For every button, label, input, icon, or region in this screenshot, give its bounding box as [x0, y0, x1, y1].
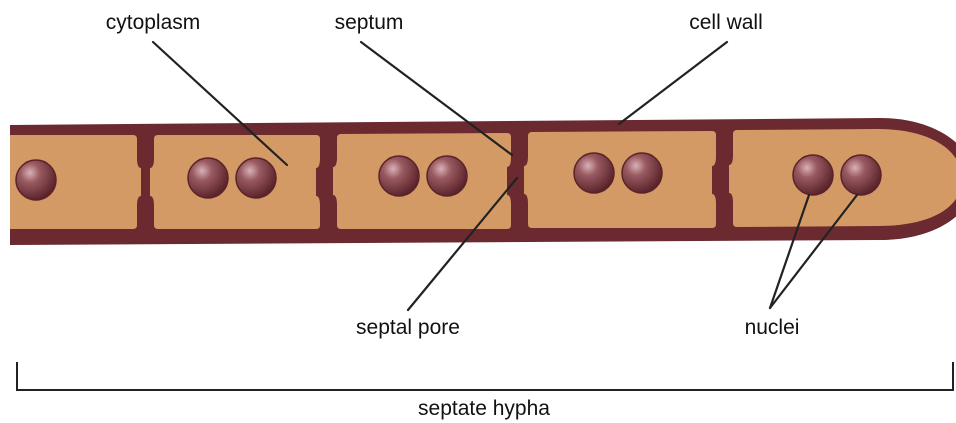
nucleus — [188, 158, 228, 198]
compartment-2 — [150, 135, 320, 229]
compartment-4 — [524, 131, 716, 228]
nucleus — [16, 160, 56, 200]
nucleus — [379, 156, 419, 196]
label-cell-wall: cell wall — [689, 12, 763, 33]
nucleus — [622, 153, 662, 193]
leader-cell-wall — [619, 42, 727, 124]
hypha-bracket — [17, 362, 953, 390]
nucleus — [841, 155, 881, 195]
nucleus — [793, 155, 833, 195]
nucleus — [427, 156, 467, 196]
compartment-3 — [333, 133, 511, 229]
label-septate-hypha: septate hypha — [418, 398, 550, 419]
label-septal-pore: septal pore — [356, 317, 460, 338]
label-cytoplasm: cytoplasm — [106, 12, 201, 33]
label-septum: septum — [335, 12, 404, 33]
label-nuclei: nuclei — [745, 317, 800, 338]
nucleus — [574, 153, 614, 193]
nucleus — [236, 158, 276, 198]
